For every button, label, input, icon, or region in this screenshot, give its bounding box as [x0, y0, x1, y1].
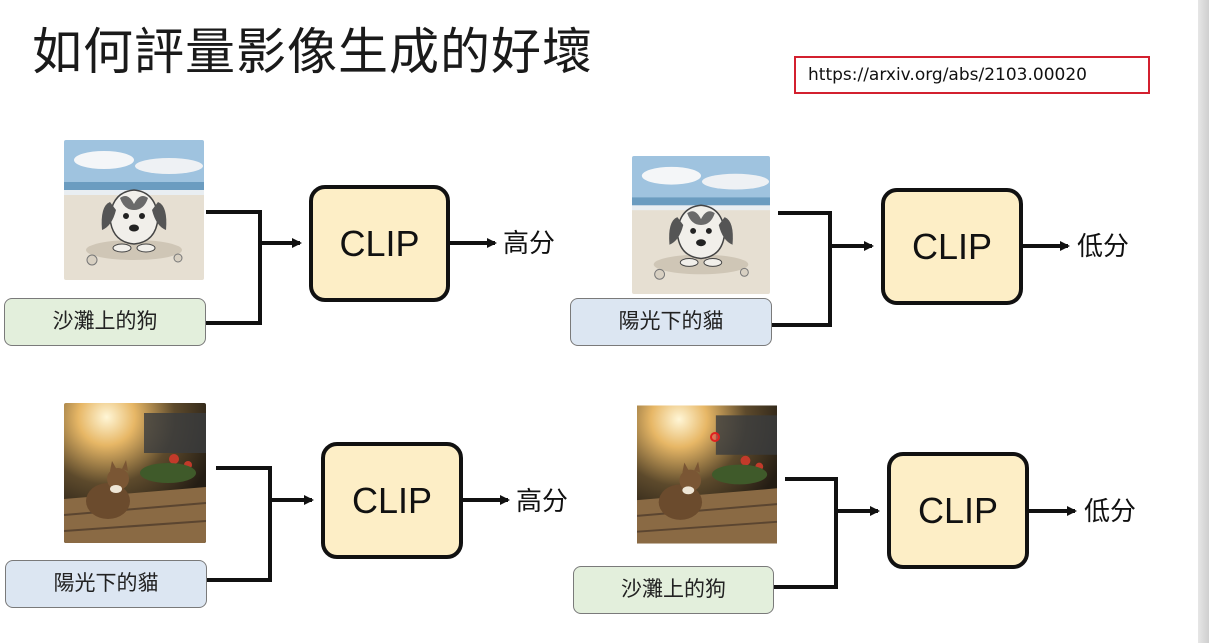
- clip-model-box: CLIP: [881, 188, 1023, 305]
- score-low: 低分: [1077, 232, 1130, 262]
- clip-model-box: CLIP: [321, 442, 463, 559]
- reference-url[interactable]: https://arxiv.org/abs/2103.00020: [794, 56, 1150, 94]
- caption-cat-in-sunlight: 陽光下的貓: [5, 560, 207, 608]
- slide-title: 如何評量影像生成的好壞: [32, 23, 593, 81]
- dog-on-beach-image: [64, 140, 204, 280]
- score-high: 高分: [503, 229, 556, 259]
- score-high: 高分: [516, 487, 569, 517]
- caption-dog-on-beach: 沙灘上的狗: [573, 566, 774, 614]
- dog-on-beach-image: [632, 156, 770, 294]
- caption-cat-in-sunlight: 陽光下的貓: [570, 298, 772, 346]
- clip-model-box: CLIP: [887, 452, 1029, 569]
- score-low: 低分: [1084, 497, 1137, 527]
- cat-in-sunlight-image: [64, 403, 206, 543]
- watermark-text: [928, 0, 1188, 12]
- clip-model-box: CLIP: [309, 185, 450, 302]
- caption-dog-on-beach: 沙灘上的狗: [4, 298, 206, 346]
- cat-in-sunlight-image: [637, 404, 777, 545]
- window-edge: [1198, 0, 1209, 643]
- pointer-dot-icon: [710, 432, 720, 442]
